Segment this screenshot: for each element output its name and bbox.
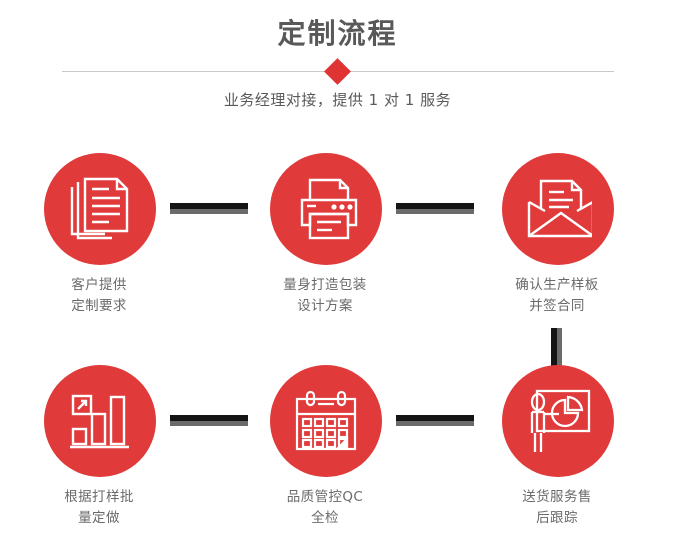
step-3-label-line1: 确认生产样板: [515, 277, 599, 293]
step-4-label-line2: 量定做: [78, 510, 120, 526]
connector-step5-step6: [396, 415, 474, 426]
connector-step4-step5: [170, 415, 248, 426]
presenter-pie-chart-icon: [525, 388, 591, 454]
step-5-label-line2: 全检: [311, 510, 339, 526]
step-5-icon-circle: [270, 365, 382, 477]
connector-step1-step2: [170, 203, 248, 214]
step-1-label-line2: 定制要求: [71, 298, 127, 314]
connector-bar-gray: [557, 328, 562, 368]
step-4-label-line1: 根据打样批: [64, 489, 134, 505]
step-5-label-line1: 品质管控QC: [286, 489, 364, 505]
divider: [62, 58, 614, 85]
connector-bar-dark: [396, 203, 474, 209]
step-3-label-line2: 并签合同: [529, 298, 585, 314]
step-2-label-line1: 量身打造包装: [283, 277, 367, 293]
page-title: 定制流程: [277, 17, 398, 50]
connector-step3-step4: [551, 328, 562, 368]
diamond-icon: [324, 58, 351, 85]
calendar-check-icon: [294, 390, 358, 452]
connector-bar-dark: [170, 203, 248, 209]
step-6-label: 送货服务售 后跟踪: [472, 487, 642, 529]
step-2-label: 量身打造包装 设计方案: [240, 275, 410, 317]
step-5-label: 品质管控QC 全检: [240, 487, 410, 529]
process-flow: 客户提供 定制要求: [0, 125, 675, 550]
connector-bar-gray: [396, 209, 474, 214]
step-3-label: 确认生产样板 并签合同: [472, 275, 642, 317]
documents-stack-icon: [69, 177, 131, 241]
step-2-label-line2: 设计方案: [297, 298, 353, 314]
step-1-label: 客户提供 定制要求: [14, 275, 184, 317]
connector-bar-gray: [170, 209, 248, 214]
connector-step2-step3: [396, 203, 474, 214]
step-3-icon-circle: [502, 153, 614, 265]
page-subtitle: 业务经理对接，提供 1 对 1 服务: [223, 91, 452, 109]
connector-bar-gray: [170, 421, 248, 426]
step-2-icon-circle: [270, 153, 382, 265]
connector-bar-dark: [551, 328, 557, 368]
connector-bar-dark: [170, 415, 248, 421]
step-1-icon-circle: [44, 153, 156, 265]
connector-bar-gray: [396, 421, 474, 426]
step-1-label-line1: 客户提供: [71, 277, 127, 293]
connector-bar-dark: [396, 415, 474, 421]
step-6-label-line1: 送货服务售: [522, 489, 592, 505]
bar-chart-growth-icon: [69, 392, 131, 450]
step-4-label: 根据打样批 量定做: [14, 487, 184, 529]
header: 定制流程 业务经理对接，提供 1 对 1 服务: [0, 0, 675, 125]
step-6-label-line2: 后跟踪: [536, 510, 578, 526]
envelope-document-icon: [524, 179, 592, 239]
step-4-icon-circle: [44, 365, 156, 477]
step-6-icon-circle: [502, 365, 614, 477]
printer-icon: [294, 178, 358, 240]
